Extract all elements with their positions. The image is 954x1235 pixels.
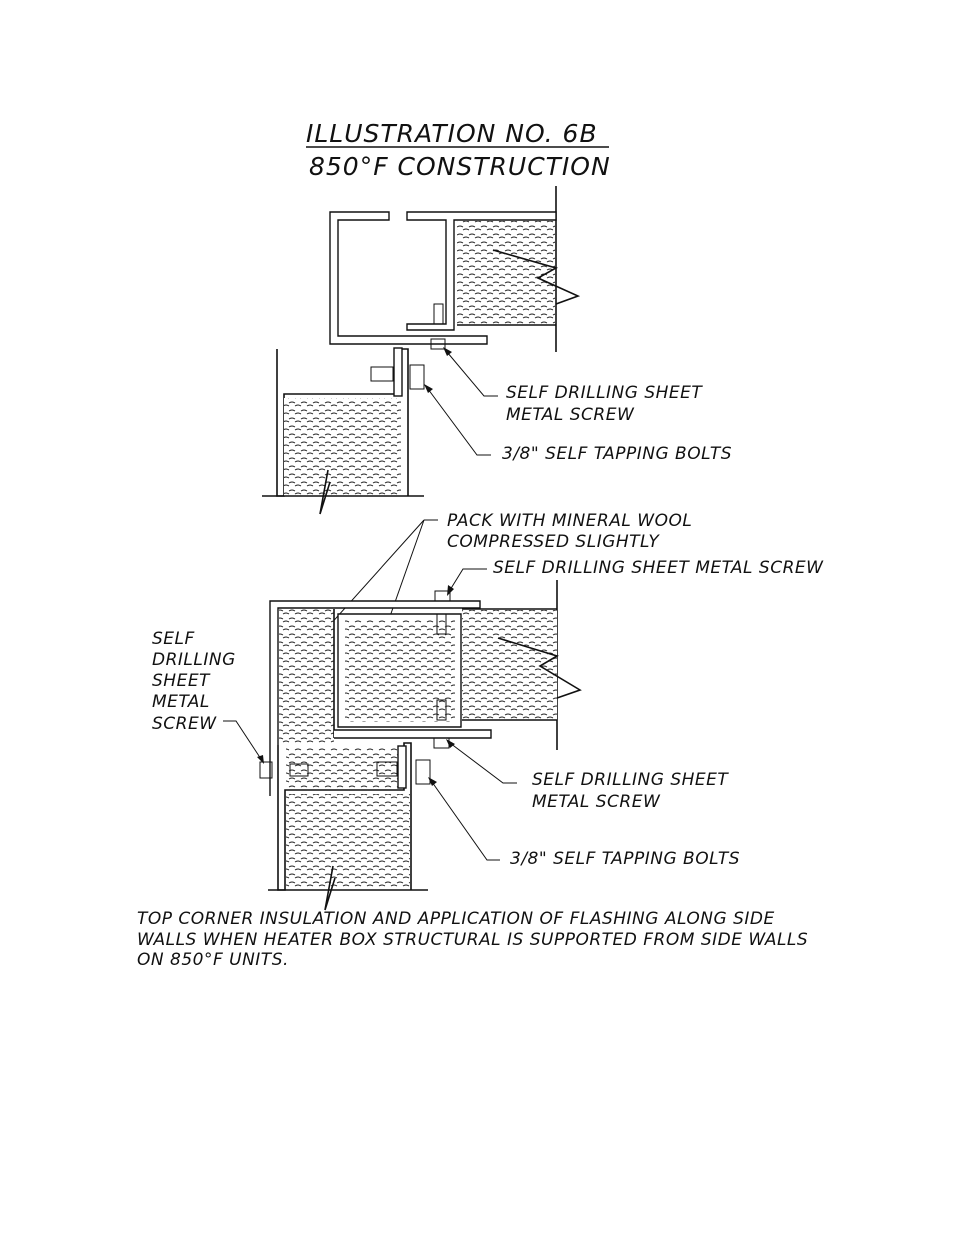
left-label-5: SCREW (152, 714, 217, 734)
left-screw-head (259, 761, 273, 779)
title-line-2: 850°F CONSTRUCTION (309, 152, 611, 181)
left-label-2: DRILLING (152, 650, 236, 670)
bottom-label-screw-2: METAL SCREW (532, 792, 661, 812)
bottom-insulation-left (279, 609, 334, 744)
top-channel-right (406, 211, 557, 331)
top-break-symbol (492, 249, 581, 305)
caption-line-2: WALLS WHEN HEATER BOX STRUCTURAL IS SUPP… (137, 930, 808, 950)
bottom-label-screw-top: SELF DRILLING SHEET METAL SCREW (493, 558, 824, 578)
bottom-break-symbol (497, 637, 582, 699)
top-channel-left (329, 211, 488, 345)
bottom-label-pack-2: COMPRESSED SLIGHTLY (447, 532, 660, 552)
title-block: ILLUSTRATION NO. 6B 850°F CONSTRUCTION (306, 119, 611, 181)
bottom-insulation-wall (286, 794, 410, 890)
bottom-leader-bolts (431, 781, 500, 861)
top-leader-bolts (427, 388, 491, 456)
bottom-bolt-head (415, 759, 431, 785)
caption-line-3: ON 850°F UNITS. (137, 950, 289, 970)
top-insulation-wall (284, 398, 401, 496)
top-label-bolts: 3/8" SELF TAPPING BOLTS (502, 444, 732, 464)
left-leader (223, 720, 262, 760)
top-screw-head (430, 338, 446, 350)
bottom-label-pack-1: PACK WITH MINERAL WOOL (447, 511, 692, 531)
flashing-outer (269, 600, 481, 796)
bottom-leader-screw (449, 742, 517, 784)
title-line-1: ILLUSTRATION NO. 6B (306, 119, 598, 148)
top-insulation-roof (457, 221, 555, 325)
left-label-4: METAL (152, 692, 210, 712)
left-label-3: SHEET (152, 671, 211, 691)
bottom-label-bolts: 3/8" SELF TAPPING BOLTS (510, 849, 740, 869)
bottom-detail: PACK WITH MINERAL WOOL COMPRESSED SLIGHT… (152, 511, 824, 911)
top-bolt-head (409, 364, 425, 390)
caption-line-1: TOP CORNER INSULATION AND APPLICATION OF… (137, 909, 775, 929)
top-detail: SELF DRILLING SHEET METAL SCREW 3/8" SEL… (262, 186, 732, 515)
top-label-screw-1: SELF DRILLING SHEET (506, 383, 703, 403)
caption: TOP CORNER INSULATION AND APPLICATION OF… (137, 909, 808, 970)
left-label-1: SELF (152, 629, 195, 649)
bottom-insulation-channel (345, 620, 455, 722)
bottom-label-screw-1: SELF DRILLING SHEET (532, 770, 729, 790)
top-label-screw-2: METAL SCREW (506, 405, 635, 425)
top-leader-screw (446, 351, 498, 397)
